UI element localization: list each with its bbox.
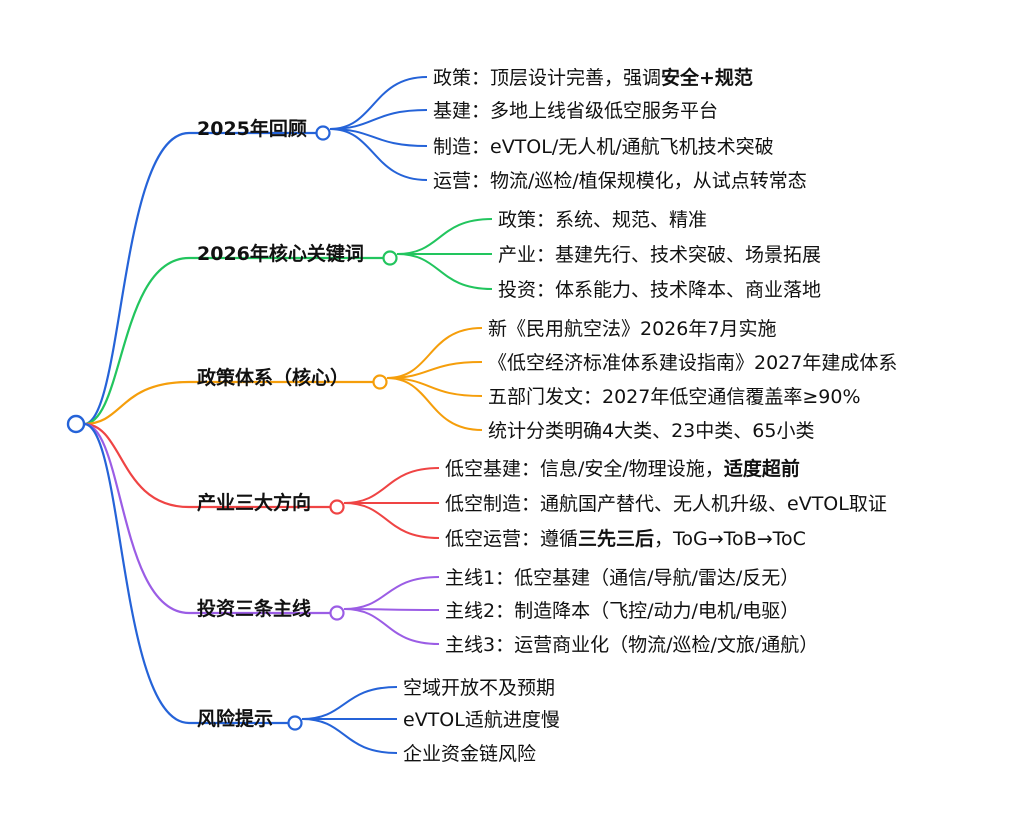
invest-item-3: 主线3：运营商业化（物流/巡检/文旅/通航） (445, 634, 818, 656)
category-node-invest[interactable] (329, 605, 345, 621)
industry-item-3-segment-3: ，ToG→ToB→ToC (654, 528, 806, 550)
policy-item-2-segment-1: 《低空经济标准体系建设指南》2027年建成体系 (488, 352, 897, 374)
connector-review-item-2 (329, 109, 428, 130)
connector-policy-item-1 (386, 327, 483, 379)
connector-root-industry (83, 422, 190, 509)
connector-review-item-4 (329, 128, 428, 181)
connector-risk-item-3 (301, 718, 398, 754)
review-item-2-segment-1: 基建：多地上线省级低空服务平台 (433, 100, 718, 122)
review-item-1-segment-2: 安全+规范 (661, 66, 753, 89)
risk-item-1-segment-1: 空域开放不及预期 (403, 677, 555, 699)
category-label-risk: 风险提示 (197, 707, 273, 730)
risk-item-2-segment-1: eVTOL适航进度慢 (403, 709, 560, 731)
category-label-invest: 投资三条主线 (197, 597, 311, 620)
policy-item-4-segment-1: 统计分类明确4大类、23中类、65小类 (488, 420, 814, 442)
keywords-item-3: 投资：体系能力、技术降本、商业落地 (498, 279, 821, 301)
risk-item-3: 企业资金链风险 (403, 743, 536, 765)
connector-root-invest (83, 422, 190, 615)
connector-industry-item-1 (343, 467, 440, 504)
connector-keywords-item-1 (396, 218, 493, 255)
review-item-4: 运营：物流/巡检/植保规模化，从试点转常态 (433, 170, 807, 192)
keywords-item-2-segment-1: 产业：基建先行、技术突破、场景拓展 (498, 244, 821, 266)
risk-item-3-segment-1: 企业资金链风险 (403, 743, 536, 765)
industry-item-3: 低空运营：遵循三先三后，ToG→ToB→ToC (445, 527, 806, 550)
connector-policy-item-4 (386, 377, 483, 431)
category-label-industry: 产业三大方向 (197, 491, 311, 514)
node-layer (66, 125, 398, 731)
keywords-item-1: 政策：系统、规范、精准 (498, 209, 707, 231)
connector-layer (83, 76, 493, 754)
connector-policy-item-2 (386, 361, 483, 379)
industry-item-1-segment-2: 适度超前 (724, 457, 800, 480)
category-node-industry[interactable] (329, 499, 345, 515)
industry-item-1: 低空基建：信息/安全/物理设施，适度超前 (445, 457, 800, 480)
connector-root-keywords (83, 256, 190, 426)
connector-root-risk (83, 422, 190, 725)
connector-invest-item-3 (343, 608, 440, 645)
category-label-review: 2025年回顾 (197, 117, 307, 140)
risk-item-1: 空域开放不及预期 (403, 677, 555, 699)
category-node-keywords[interactable] (382, 250, 398, 266)
policy-item-2: 《低空经济标准体系建设指南》2027年建成体系 (488, 352, 897, 374)
review-item-1: 政策：顶层设计完善，强调安全+规范 (433, 66, 753, 89)
connector-invest-item-2 (343, 608, 440, 611)
risk-item-2: eVTOL适航进度慢 (403, 709, 560, 731)
industry-item-2-segment-1: 低空制造：通航国产替代、无人机升级、eVTOL取证 (445, 493, 887, 515)
invest-item-3-segment-1: 主线3：运营商业化（物流/巡检/文旅/通航） (445, 634, 818, 656)
review-item-2: 基建：多地上线省级低空服务平台 (433, 100, 718, 122)
industry-item-2: 低空制造：通航国产替代、无人机升级、eVTOL取证 (445, 493, 887, 515)
policy-item-1-segment-1: 新《民用航空法》2026年7月实施 (488, 318, 776, 340)
industry-item-3-segment-1: 低空运营：遵循 (445, 528, 578, 550)
category-label-policy: 政策体系（核心） (197, 366, 349, 389)
connector-risk-item-1 (301, 686, 398, 720)
invest-item-1-segment-1: 主线1：低空基建（通信/导航/雷达/反无） (445, 567, 799, 589)
category-node-review[interactable] (315, 125, 331, 141)
review-item-1-segment-1: 政策：顶层设计完善，强调 (433, 67, 661, 89)
category-node-risk[interactable] (287, 715, 303, 731)
review-item-3: 制造：eVTOL/无人机/通航飞机技术突破 (433, 136, 774, 158)
review-item-4-segment-1: 运营：物流/巡检/植保规模化，从试点转常态 (433, 170, 807, 192)
policy-item-1: 新《民用航空法》2026年7月实施 (488, 318, 776, 340)
connector-root-review (83, 131, 190, 426)
policy-item-3-segment-1: 五部门发文：2027年低空通信覆盖率≥90% (488, 386, 861, 408)
connector-keywords-item-3 (396, 253, 493, 290)
keywords-item-3-segment-1: 投资：体系能力、技术降本、商业落地 (498, 279, 821, 301)
root-node[interactable] (66, 414, 86, 434)
invest-item-2: 主线2：制造降本（飞控/动力/电机/电驱） (445, 600, 799, 622)
connector-review-item-1 (329, 76, 428, 130)
invest-item-2-segment-1: 主线2：制造降本（飞控/动力/电机/电驱） (445, 600, 799, 622)
connector-invest-item-1 (343, 576, 440, 610)
policy-item-3: 五部门发文：2027年低空通信覆盖率≥90% (488, 386, 861, 408)
label-layer: 政策：顶层设计完善，强调安全+规范基建：多地上线省级低空服务平台制造：eVTOL… (197, 66, 897, 765)
keywords-item-2: 产业：基建先行、技术突破、场景拓展 (498, 244, 821, 266)
industry-item-3-segment-2: 三先三后 (578, 527, 654, 550)
policy-item-4: 统计分类明确4大类、23中类、65小类 (488, 420, 814, 442)
review-item-3-segment-1: 制造：eVTOL/无人机/通航飞机技术突破 (433, 136, 774, 158)
invest-item-1: 主线1：低空基建（通信/导航/雷达/反无） (445, 567, 799, 589)
connector-industry-item-3 (343, 502, 440, 539)
keywords-item-1-segment-1: 政策：系统、规范、精准 (498, 209, 707, 231)
category-label-keywords: 2026年核心关键词 (197, 242, 364, 265)
connector-root-policy (83, 380, 190, 426)
industry-item-1-segment-1: 低空基建：信息/安全/物理设施， (445, 458, 724, 480)
category-node-policy[interactable] (372, 374, 388, 390)
